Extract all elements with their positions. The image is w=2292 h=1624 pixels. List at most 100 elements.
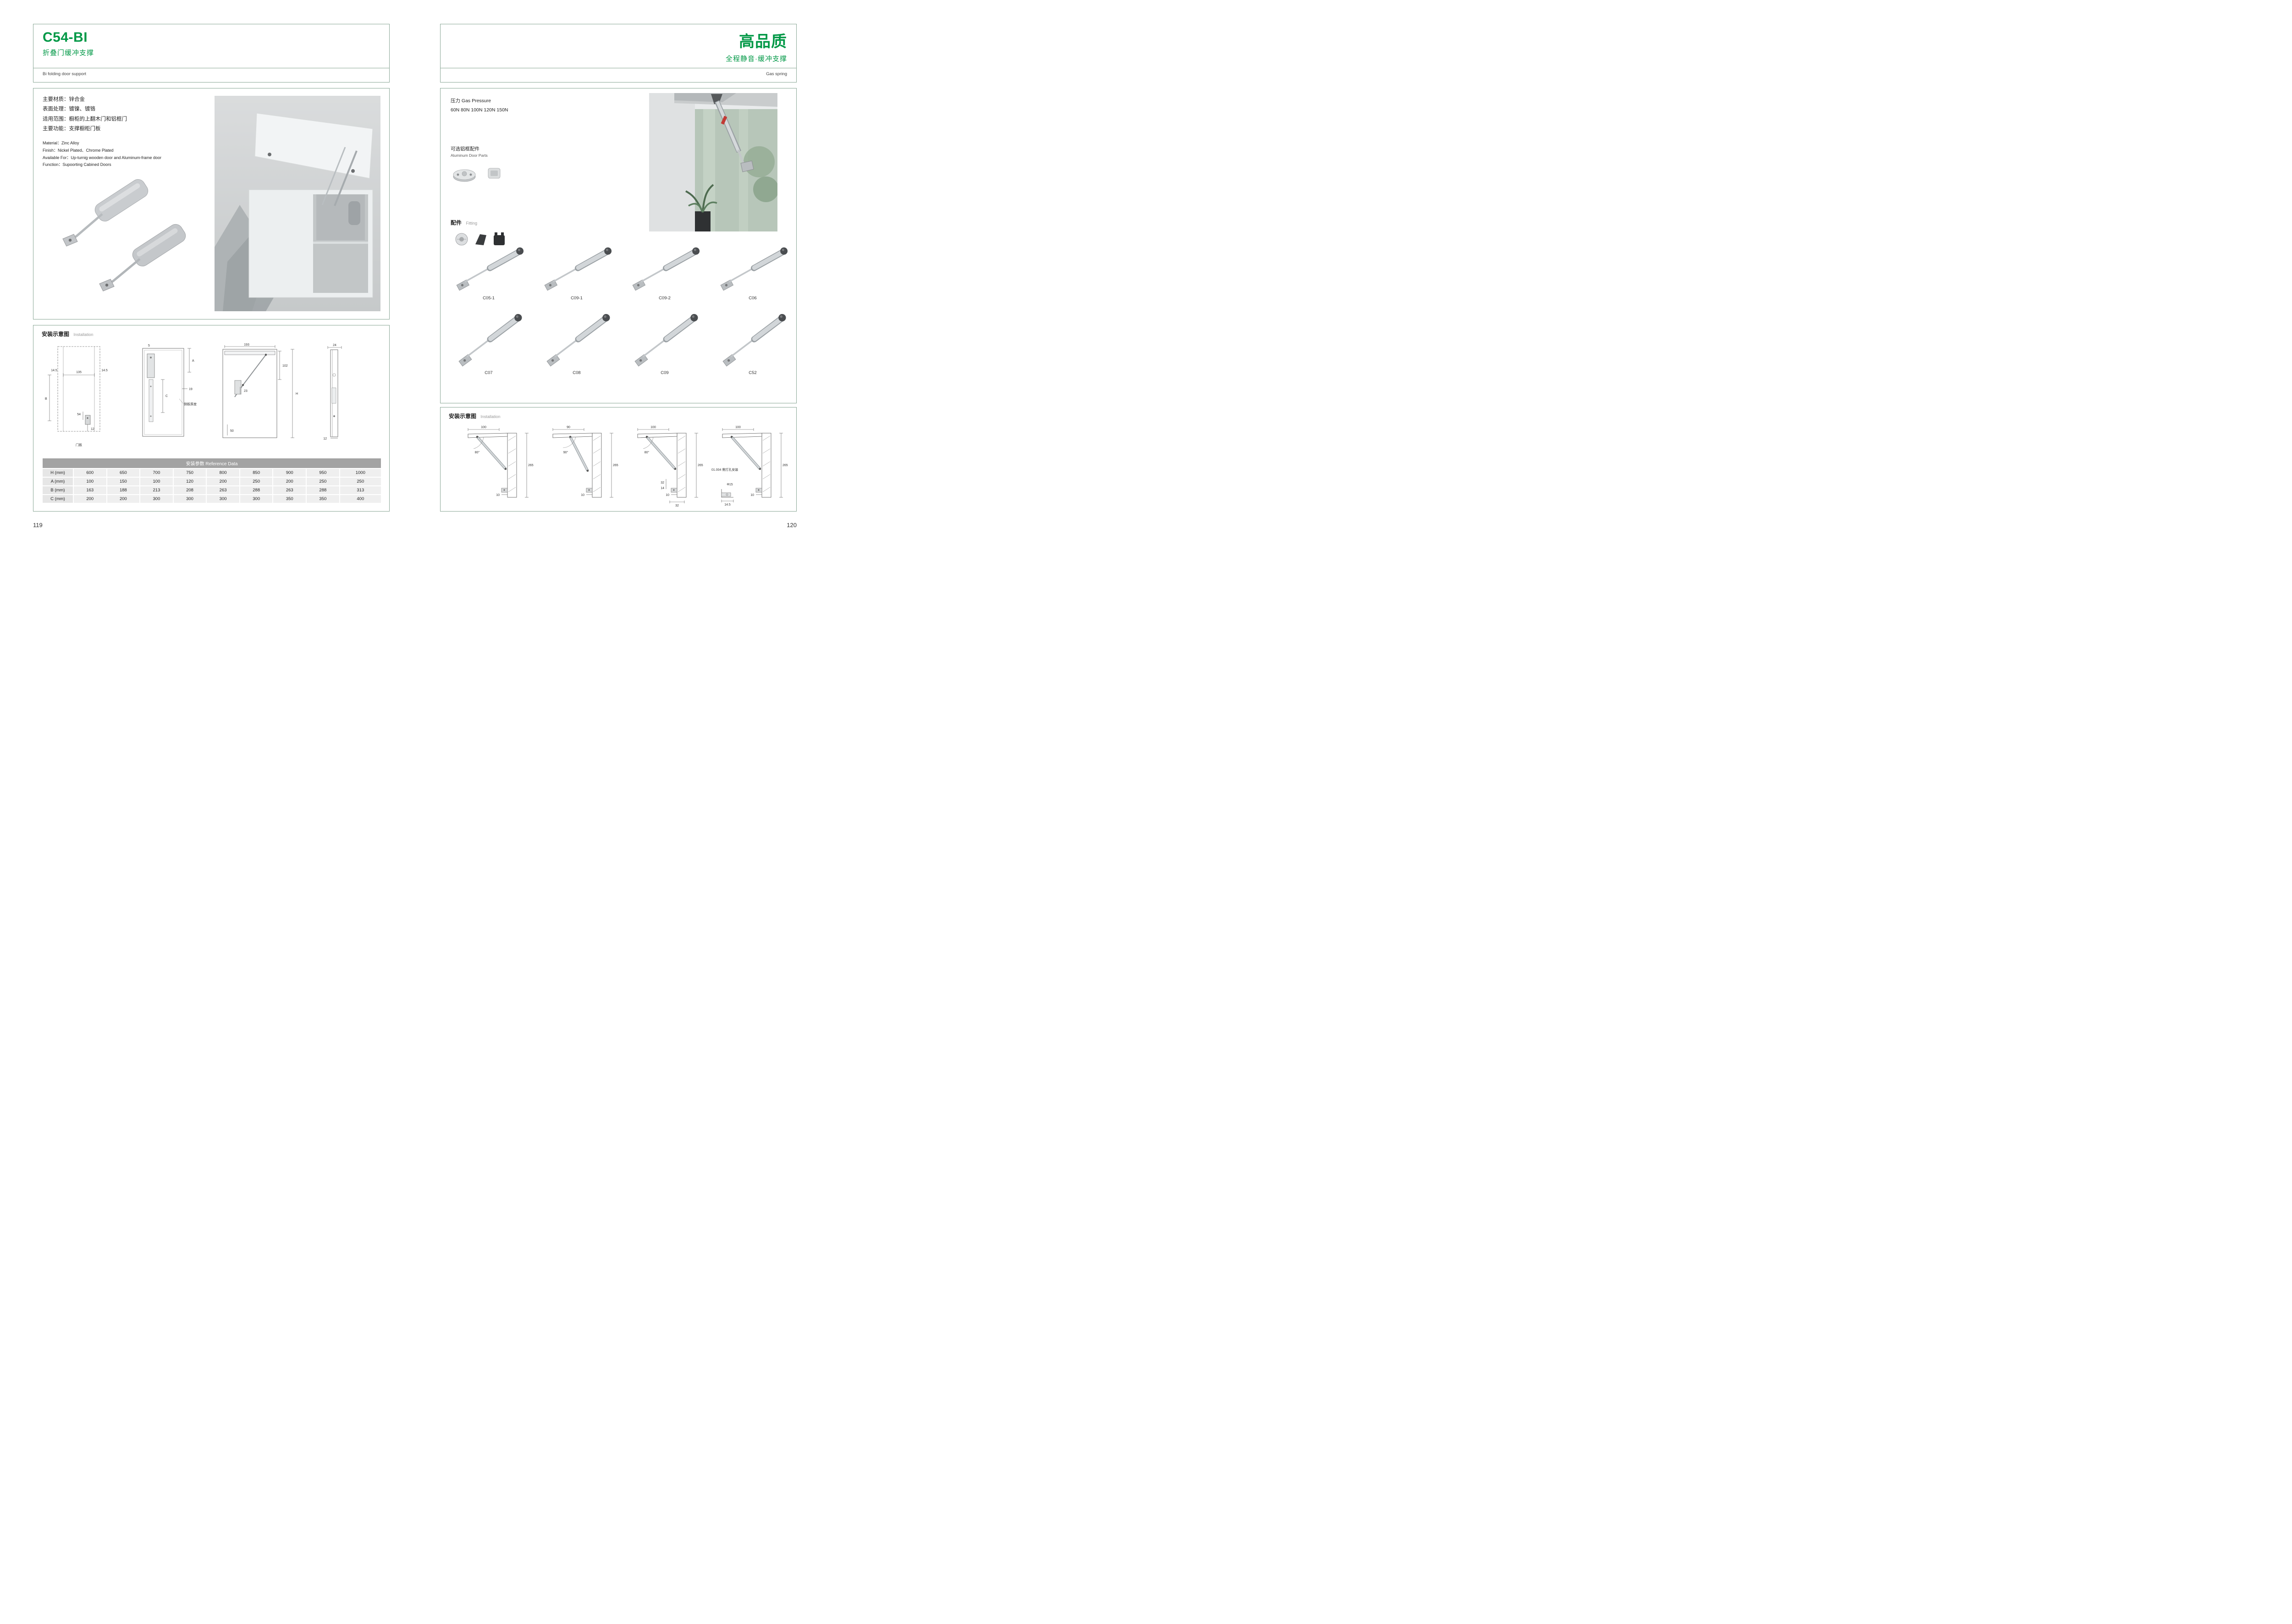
installation-title-cn: 安装示意图 — [42, 331, 70, 337]
svg-text:100: 100 — [481, 426, 486, 429]
ref-cell: 288 — [307, 486, 339, 494]
ref-cell: 200 — [207, 478, 239, 485]
svg-text:80°: 80° — [475, 451, 480, 454]
gas-spring-image — [625, 308, 704, 367]
ref-cell: 800 — [207, 469, 239, 477]
product-model-label: C09-2 — [659, 296, 671, 301]
ref-cell: 100 — [74, 478, 106, 485]
svg-text:265: 265 — [782, 464, 788, 467]
installation-title-en: Installation — [73, 332, 94, 337]
svg-text:C: C — [165, 395, 168, 398]
svg-text:80°: 80° — [645, 451, 650, 454]
ref-cell: 350 — [307, 495, 339, 503]
gas-spring-photo — [649, 93, 777, 231]
svg-text:14.5: 14.5 — [101, 369, 108, 372]
svg-text:B: B — [45, 397, 47, 401]
ref-cell: 213 — [140, 486, 173, 494]
svg-text:14: 14 — [661, 487, 664, 490]
fitting-label-en: Fitting — [466, 221, 477, 226]
svg-text:265: 265 — [528, 464, 534, 467]
ref-cell: 120 — [173, 478, 206, 485]
product-model-label: C52 — [749, 370, 757, 375]
row-label: H (mm) — [43, 469, 73, 477]
svg-text:265: 265 — [698, 464, 703, 467]
product-cell: C09 — [624, 308, 705, 375]
svg-text:01.004 需打孔安装: 01.004 需打孔安装 — [711, 468, 738, 472]
gas-spring-image — [713, 308, 792, 367]
ref-cell: 313 — [340, 486, 381, 494]
installation-title-en: Installation — [480, 414, 501, 419]
svg-text:90: 90 — [567, 426, 570, 429]
installation-title-cn: 安装示意图 — [449, 413, 477, 419]
quality-title: 高品质 — [739, 33, 787, 50]
drawing-open-door: 193 102 23 50 H — [222, 343, 298, 438]
ref-cell: 208 — [173, 486, 206, 494]
gas-pressure-values: 60N 80N 100N 120N 150N — [451, 107, 508, 113]
row-label: A (mm) — [43, 478, 73, 485]
product-cell: C07 — [448, 308, 529, 375]
table-row: B (mm) 163 188 213 208 263 288 263 288 3… — [43, 486, 381, 494]
svg-text:193: 193 — [244, 343, 249, 347]
ref-cell: 700 — [140, 469, 173, 477]
table-row: A (mm) 100 150 100 120 200 250 200 250 2… — [43, 478, 381, 485]
table-title: 安装参数 Reference Data — [43, 458, 381, 468]
ref-cell: 150 — [107, 478, 140, 485]
svg-text:90°: 90° — [563, 451, 568, 454]
ref-cell: 300 — [240, 495, 273, 503]
ref-cell: 263 — [207, 486, 239, 494]
product-cell: C05-1 — [448, 240, 529, 301]
left-header-panel: C54-BI 折叠门缓冲支撑 Bi folding door support — [33, 24, 390, 83]
ref-cell: 250 — [307, 478, 339, 485]
aluminum-parts-label-cn: 可选铝框配件 — [451, 146, 479, 152]
page-title: C54-BI — [43, 30, 88, 45]
spec-line: 主要功能：支撑橱柜门板 — [43, 126, 101, 132]
ref-cell: 200 — [273, 478, 306, 485]
svg-text:10: 10 — [581, 494, 584, 497]
gas-pressure-label: 压力 Gas Pressure — [451, 98, 491, 104]
ref-cell: 650 — [107, 469, 140, 477]
page-subtitle-en: Bi folding door support — [43, 72, 87, 77]
reference-data-table: 安装参数 Reference Data H (mm) 600 650 700 7… — [42, 457, 382, 504]
gas-spring-image — [449, 308, 528, 367]
ref-cell: 250 — [240, 478, 273, 485]
ref-cell: 300 — [140, 495, 173, 503]
svg-text:32: 32 — [675, 504, 679, 507]
page-number-right: 120 — [787, 522, 797, 528]
table-row: C (mm) 200 200 300 300 300 300 350 350 4… — [43, 495, 381, 503]
ref-cell: 188 — [107, 486, 140, 494]
table-row: H (mm) 600 650 700 750 800 850 900 950 1… — [43, 469, 381, 477]
spec-line: 表面处理：镀镍、镀铬 — [43, 106, 95, 112]
left-content-panel: 主要材质：锌合金 表面处理：镀镍、镀铬 适用范围：橱柜的上翻木门和铝框门 主要功… — [33, 88, 390, 319]
svg-text:265: 265 — [613, 464, 618, 467]
drawing-strip: 24 12 — [323, 344, 342, 440]
svg-text:10: 10 — [750, 494, 754, 497]
svg-text:23: 23 — [244, 390, 248, 393]
ref-cell: 300 — [173, 495, 206, 503]
row-label: B (mm) — [43, 486, 73, 494]
svg-text:14.5: 14.5 — [724, 503, 731, 506]
product-model-label: C05-1 — [483, 296, 495, 301]
gas-spring-image — [625, 240, 704, 292]
gas-spring-image — [537, 240, 616, 292]
ref-cell: 750 — [173, 469, 206, 477]
spec-line: Function：Supoorting Cabined Doors — [43, 162, 111, 167]
svg-text:12: 12 — [91, 428, 94, 431]
quality-subtitle-en: Gas spring — [766, 72, 787, 77]
aluminum-parts-image — [453, 168, 501, 182]
svg-text:5: 5 — [148, 344, 150, 347]
support-arms-illustration — [62, 179, 186, 292]
product-model-label: C09-1 — [571, 296, 583, 301]
ref-cell: 400 — [340, 495, 381, 503]
gas-spring-image — [537, 308, 616, 367]
spec-line: Material：Zinc Alloy — [43, 141, 79, 145]
ref-cell: 200 — [107, 495, 140, 503]
ref-cell: 850 — [240, 469, 273, 477]
gas-spring-image — [713, 240, 792, 292]
ref-cell: 100 — [140, 478, 173, 485]
spec-line: Available For：Up-turnig wooden door and … — [43, 155, 161, 160]
specs-english: Material：Zinc Alloy Finish：Nickel Plated… — [43, 140, 161, 169]
product-model-label: C08 — [573, 370, 581, 375]
ref-cell: 200 — [74, 495, 106, 503]
page-number-left: 119 — [33, 522, 43, 528]
product-cell: C09-2 — [624, 240, 705, 301]
